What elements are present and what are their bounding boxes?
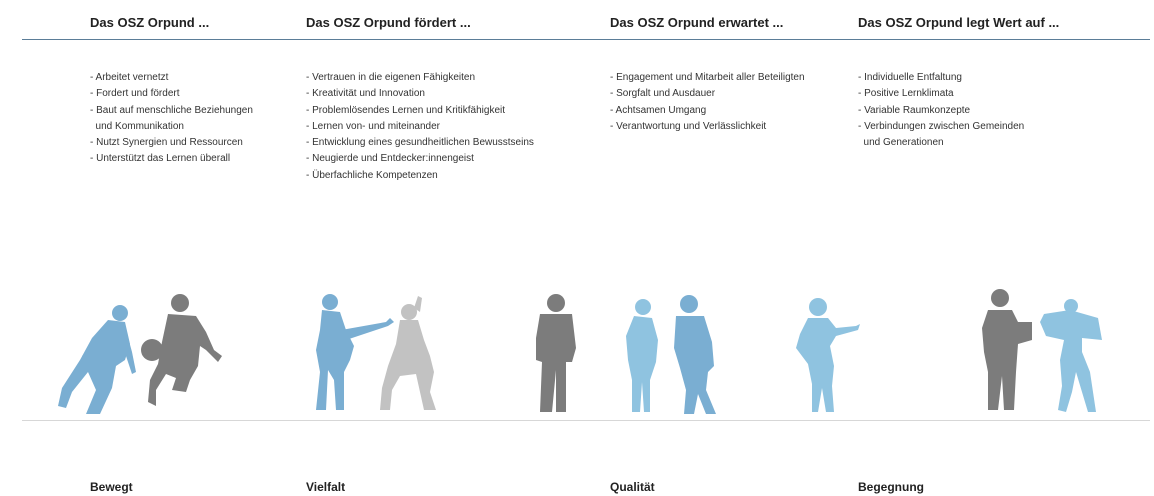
basketball-players-silhouette (58, 294, 222, 414)
standing-boy-icon (674, 295, 716, 414)
footer-label-begegnung: Begegnung (858, 480, 924, 494)
list-item: - Verantwortung und Verlässlichkeit (610, 120, 767, 132)
list-item: - Unterstützt das Lernen überall (90, 153, 231, 165)
people-reading-silhouette (982, 289, 1102, 412)
baseline-divider (22, 420, 1150, 421)
list-item: - Vertrauen in die eigenen Fähigkeiten (306, 72, 476, 83)
header-divider (22, 39, 1150, 40)
presenting-woman-silhouette (796, 298, 860, 412)
column-title-1: Das OSZ Orpund ... (90, 15, 210, 30)
dancer-icon (380, 296, 436, 410)
list-item: - Problemlösendes Lernen und Kritikfähig… (306, 104, 505, 116)
silhouette-illustrations (58, 289, 1102, 414)
list-item: - Engagement und Mitarbeit aller Beteili… (610, 72, 805, 83)
list-item: - Fordert und fördert (90, 88, 180, 100)
list-item: - Kreativität und Innovation (306, 88, 425, 100)
standing-people-silhouette (536, 294, 716, 414)
list-item: und Generationen (858, 137, 944, 149)
footer-label-qualitaet: Qualität (610, 480, 655, 494)
column-title-3: Das OSZ Orpund erwartet ... (610, 15, 784, 30)
list-item: - Positive Lernklimata (858, 88, 954, 100)
footer-label-vielfalt: Vielfalt (306, 480, 346, 494)
child-with-newspaper-icon (1040, 299, 1102, 412)
list-item: - Entwicklung eines gesundheitlichen Bew… (306, 137, 534, 149)
player-blue-icon (58, 305, 136, 414)
list-item: - Verbindungen zwischen Gemeinden (858, 120, 1025, 132)
guitar-player-icon (316, 294, 394, 410)
guitar-player-and-dancer-silhouette (316, 294, 436, 410)
list-item: - Nutzt Synergien und Ressourcen (90, 137, 243, 149)
list-item: - Lernen von- und miteinander (306, 120, 440, 132)
list-item: - Achtsamen Umgang (610, 104, 707, 116)
list-item: - Individuelle Entfaltung (858, 72, 962, 83)
standing-woman-icon (626, 299, 658, 412)
player-gray-icon (141, 294, 222, 406)
list-item: - Neugierde und Entdecker:innengeist (306, 153, 474, 165)
list-item: und Kommunikation (90, 120, 184, 132)
list-item: - Variable Raumkonzepte (858, 104, 971, 116)
list-item: - Baut auf menschliche Beziehungen (90, 104, 253, 116)
column-title-2: Das OSZ Orpund fördert ... (306, 15, 471, 30)
column-list-3: - Engagement und Mitarbeit aller Beteili… (610, 70, 805, 135)
list-item: - Arbeitet vernetzt (90, 72, 169, 83)
footer-label-bewegt: Bewegt (90, 480, 133, 494)
standing-man-icon (536, 294, 576, 412)
list-item: - Überfachliche Kompetenzen (306, 169, 438, 181)
column-list-4: - Individuelle Entfaltung - Positive Ler… (858, 70, 1024, 151)
column-title-4: Das OSZ Orpund legt Wert auf ... (858, 15, 1060, 30)
header-row: Das OSZ Orpund ... Das OSZ Orpund förder… (0, 0, 1154, 40)
list-item: - Sorgfalt und Ausdauer (610, 88, 716, 100)
column-list-1: - Arbeitet vernetzt - Fordert und förder… (90, 70, 253, 168)
man-with-document-icon (982, 289, 1032, 410)
column-list-2: - Vertrauen in die eigenen Fähigkeiten -… (306, 70, 534, 184)
